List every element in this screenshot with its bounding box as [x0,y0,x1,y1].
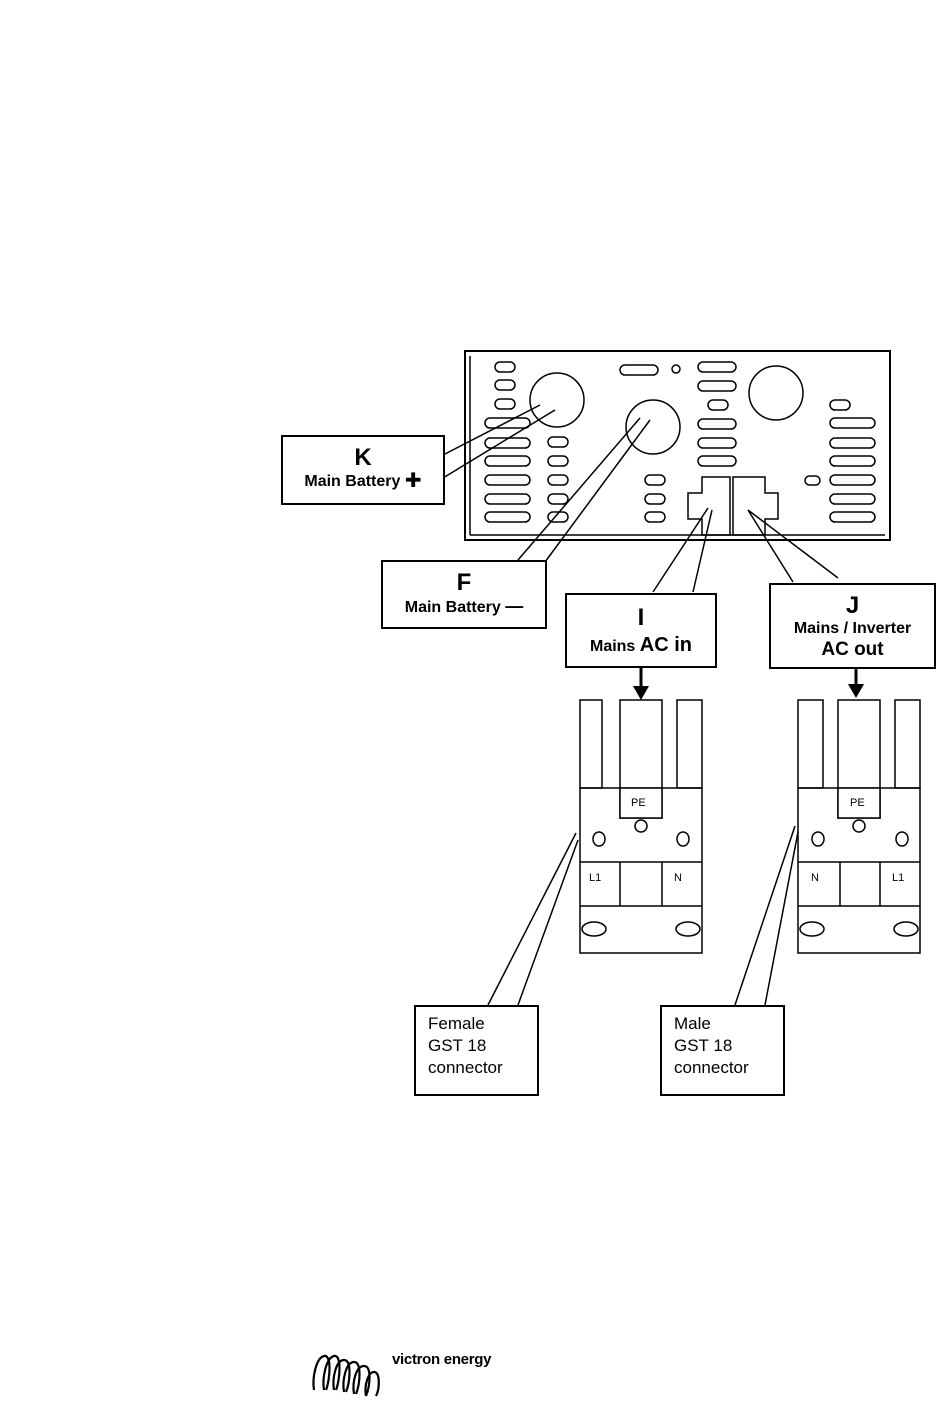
label-i-mains-ac-in: I Mains AC in [565,593,717,668]
female-line2: GST 18 [428,1035,537,1057]
female-pe-label: PE [631,797,646,809]
label-j-mains-inverter-ac-out: J Mains / Inverter AC out [769,583,936,669]
minus-icon: — [505,596,523,616]
female-left-pin-label: L1 [589,872,601,884]
arrows [633,668,864,700]
male-left-pin-label: N [811,872,819,884]
male-line2: GST 18 [674,1035,783,1057]
male-gst18-connector [798,700,920,953]
label-i-letter: I [567,605,715,631]
label-i-mains: Mains [590,638,640,655]
male-pe-label: PE [850,797,865,809]
victron-energy-logo: victron energy [310,1348,520,1404]
label-i-acin: AC in [640,634,692,656]
female-right-pin-label: N [674,872,682,884]
rear-panel [465,351,890,540]
male-line1: Male [674,1013,783,1035]
female-line3: connector [428,1057,537,1079]
label-k-letter: K [283,445,443,471]
label-j-letter: J [771,593,934,619]
label-k-main-battery-positive: K Main Battery ✚ [281,435,445,505]
label-j-line2: AC out [771,639,934,661]
label-f-main-battery-negative: F Main Battery — [381,560,547,629]
male-connector-label: Male GST 18 connector [660,1005,785,1096]
logo-text: victron energy [392,1351,491,1368]
plus-icon: ✚ [405,471,422,491]
label-j-line1: Mains / Inverter [771,619,934,639]
victron-coil-icon [310,1348,386,1398]
label-k-text: Main Battery [304,473,400,490]
male-line3: connector [674,1057,783,1079]
female-line1: Female [428,1013,537,1035]
female-gst18-connector [580,700,702,953]
female-connector-label: Female GST 18 connector [414,1005,539,1096]
male-right-pin-label: L1 [892,872,904,884]
label-f-letter: F [383,570,545,596]
label-f-text: Main Battery [405,599,501,616]
